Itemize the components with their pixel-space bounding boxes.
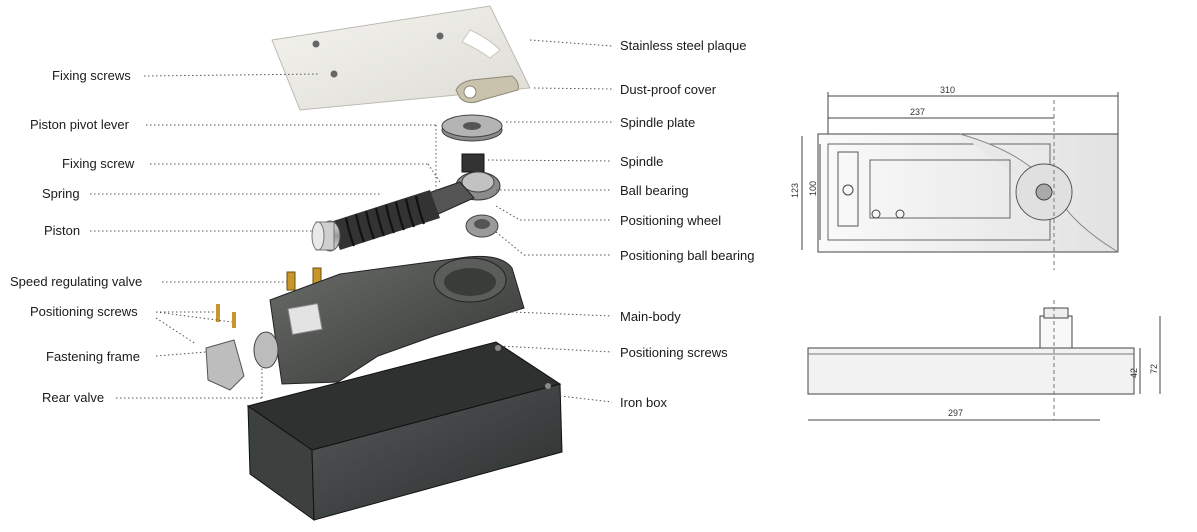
label-rear-valve: Rear valve bbox=[42, 390, 105, 405]
dim-42: 42 bbox=[1129, 368, 1139, 378]
label-positioning-ball-bearing: Positioning ball bearing bbox=[620, 248, 755, 263]
fastening-frame bbox=[205, 304, 245, 391]
label-fastening-frame: Fastening frame bbox=[46, 349, 140, 364]
right-leaders bbox=[487, 39, 613, 403]
label-stainless-steel-plaque: Stainless steel plaque bbox=[620, 38, 747, 53]
label-piston: Piston bbox=[44, 223, 81, 238]
iron-box bbox=[246, 341, 563, 521]
label-dust-proof-cover: Dust-proof cover bbox=[620, 82, 717, 97]
left-leaders bbox=[90, 73, 441, 399]
label-positioning-screws-left: Positioning screws bbox=[30, 304, 138, 319]
label-speed-regulating-valve: Speed regulating valve bbox=[10, 274, 143, 289]
label-fixing-screws: Fixing screws bbox=[52, 68, 131, 83]
dim-237: 237 bbox=[910, 107, 925, 117]
side-view-drawing bbox=[807, 300, 1161, 421]
top-view-drawing bbox=[801, 92, 1119, 270]
dim-297: 297 bbox=[948, 408, 963, 418]
label-spring: Spring bbox=[42, 186, 80, 201]
spindle-plate bbox=[441, 114, 503, 142]
label-ball-bearing: Ball bearing bbox=[620, 183, 689, 198]
label-fixing-screw: Fixing screw bbox=[62, 156, 135, 171]
label-main-body: Main-body bbox=[620, 309, 681, 324]
spring-piston bbox=[311, 190, 440, 252]
dim-100: 100 bbox=[808, 181, 818, 196]
dim-123: 123 bbox=[790, 183, 800, 198]
dim-72: 72 bbox=[1149, 364, 1159, 374]
main-body bbox=[253, 255, 525, 385]
dust-proof-cover bbox=[455, 75, 519, 104]
label-positioning-wheel: Positioning wheel bbox=[620, 213, 722, 228]
positioning-ball-bearing bbox=[465, 214, 499, 238]
dim-310: 310 bbox=[940, 85, 955, 95]
label-piston-pivot-lever: Piston pivot lever bbox=[30, 117, 129, 132]
label-iron-box: Iron box bbox=[620, 395, 667, 410]
label-spindle-plate: Spindle plate bbox=[620, 115, 696, 130]
label-spindle: Spindle bbox=[620, 154, 664, 169]
label-positioning-screws-right: Positioning screws bbox=[620, 345, 728, 360]
